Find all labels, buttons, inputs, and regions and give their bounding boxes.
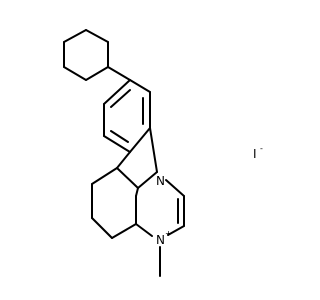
bond — [103, 79, 131, 105]
counter-ion-symbol: I — [253, 147, 257, 161]
bond — [103, 135, 131, 153]
counter-ion-charge: - — [260, 144, 263, 153]
bond — [167, 225, 185, 236]
bond — [110, 89, 131, 108]
molecule-structure: N N + I - — [63, 29, 263, 277]
bond — [149, 127, 158, 173]
cation-charge-label: + — [165, 229, 172, 238]
bond — [91, 217, 113, 239]
bond — [63, 29, 87, 43]
bond — [116, 151, 131, 169]
bond — [111, 223, 137, 239]
bond-network — [63, 29, 185, 277]
bond — [165, 179, 185, 197]
nitrogen-cation-label: N — [156, 233, 165, 247]
bond — [110, 130, 129, 143]
nitrogen-atom-label: N — [156, 174, 165, 188]
bond — [91, 167, 118, 185]
bond — [135, 187, 139, 197]
bond — [135, 223, 153, 237]
bond — [137, 171, 158, 189]
bond — [85, 29, 109, 43]
bond — [107, 66, 131, 81]
bond — [116, 167, 139, 189]
bond — [63, 66, 87, 81]
bond — [85, 66, 109, 81]
bond — [129, 79, 151, 93]
bond — [129, 127, 151, 153]
